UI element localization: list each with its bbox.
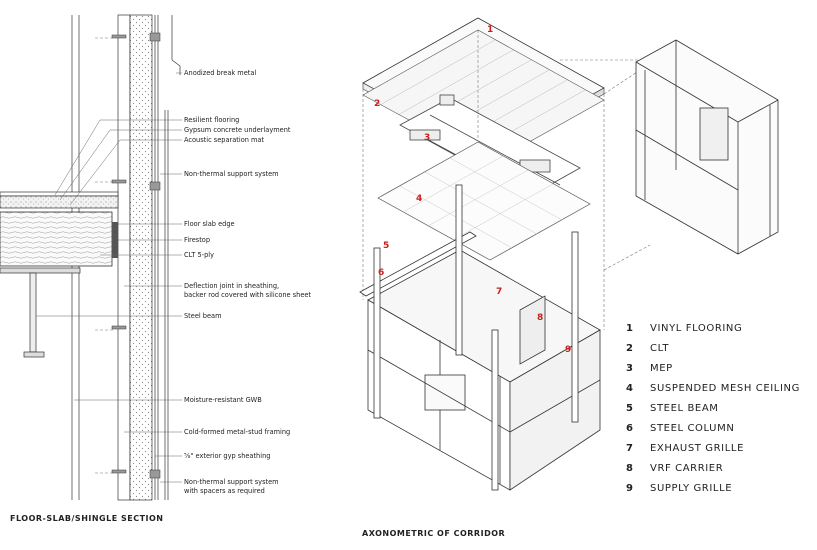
steel-beam-flange	[0, 267, 81, 274]
callout-break-metal: Anodized break metal	[184, 69, 256, 77]
corridor-module	[367, 249, 601, 491]
insulation-layer	[129, 14, 153, 501]
legend-label-4: SUSPENDED MESH CEILING	[650, 383, 800, 394]
firestop	[112, 222, 118, 258]
wall-panel-exploded	[635, 39, 779, 255]
legend-label-8: VRF CARRIER	[650, 463, 723, 474]
legend-num-2: 2	[626, 343, 633, 354]
tag-3: 3	[424, 133, 430, 143]
mesh-ceiling-layer	[377, 141, 591, 261]
axon-caption: AXONOMETRIC OF CORRIDOR	[362, 529, 505, 538]
callout-slab-edge: Floor slab edge	[184, 220, 235, 228]
callout-deflection-joint: Deflection joint in sheathing,	[184, 282, 279, 290]
legend-num-3: 3	[626, 363, 633, 374]
callout-support-spacers-2: with spacers as required	[184, 487, 265, 495]
section-leaders	[36, 72, 182, 483]
legend-label-5: STEEL BEAM	[650, 403, 719, 414]
steel-beam-web	[29, 272, 37, 353]
callout-deflection-joint-2: backer rod covered with silicone sheet	[184, 291, 311, 299]
callout-clt: CLT 5-ply	[184, 251, 214, 259]
tag-1: 1	[487, 25, 493, 35]
legend-label-7: EXHAUST GRILLE	[650, 443, 744, 454]
steel-members	[359, 184, 579, 491]
tag-2: 2	[374, 99, 380, 109]
callout-stud-framing: Cold-formed metal-stud framing	[184, 428, 290, 436]
legend-label-2: CLT	[650, 343, 669, 354]
flooring	[0, 191, 119, 197]
tag-6: 6	[378, 268, 384, 278]
tag-5: 5	[383, 241, 389, 251]
legend-num-8: 8	[626, 463, 633, 474]
legend-num-6: 6	[626, 423, 633, 434]
stud-cavity	[117, 14, 131, 501]
legend-label-3: MEP	[650, 363, 673, 374]
axonometric-drawing	[359, 17, 779, 491]
tag-9: 9	[565, 345, 571, 355]
gypsum-underlayment	[0, 195, 119, 209]
callout-firestop: Firestop	[184, 236, 210, 244]
tag-8: 8	[537, 313, 543, 323]
legend-label-1: VINYL FLOORING	[650, 323, 742, 334]
callout-resilient-flooring: Resilient flooring	[184, 116, 239, 124]
callout-support-spacers: Non-thermal support system	[184, 478, 279, 486]
callout-acoustic-mat: Acoustic separation mat	[184, 136, 264, 144]
tag-4: 4	[416, 194, 422, 204]
section-caption: FLOOR-SLAB/SHINGLE SECTION	[10, 514, 164, 523]
section-drawing	[0, 14, 181, 501]
axon-tags: 1 2 3 4 5 6 7 8 9	[374, 25, 571, 355]
legend: 1 VINYL FLOORING 2 CLT 3 MEP 4 SUSPENDED…	[626, 323, 800, 494]
callout-steel-beam: Steel beam	[184, 312, 222, 320]
legend-num-4: 4	[626, 383, 633, 394]
clt-slab	[0, 211, 113, 267]
anchor-clips	[111, 32, 161, 479]
callout-gypsum-underlayment: Gypsum concrete underlayment	[184, 126, 291, 134]
callout-support-system: Non-thermal support system	[184, 170, 279, 178]
tag-7: 7	[496, 287, 502, 297]
legend-label-9: SUPPLY GRILLE	[650, 483, 732, 494]
legend-num-9: 9	[626, 483, 633, 494]
callout-gwb: Moisture-resistant GWB	[184, 396, 262, 404]
legend-label-6: STEEL COLUMN	[650, 423, 734, 434]
section-callouts: Anodized break metal Resilient flooring …	[184, 69, 311, 495]
callout-gyp-sheathing: ⅝" exterior gyp sheathing	[184, 452, 270, 460]
legend-num-1: 1	[626, 323, 633, 334]
legend-num-7: 7	[626, 443, 633, 454]
legend-num-5: 5	[626, 403, 633, 414]
